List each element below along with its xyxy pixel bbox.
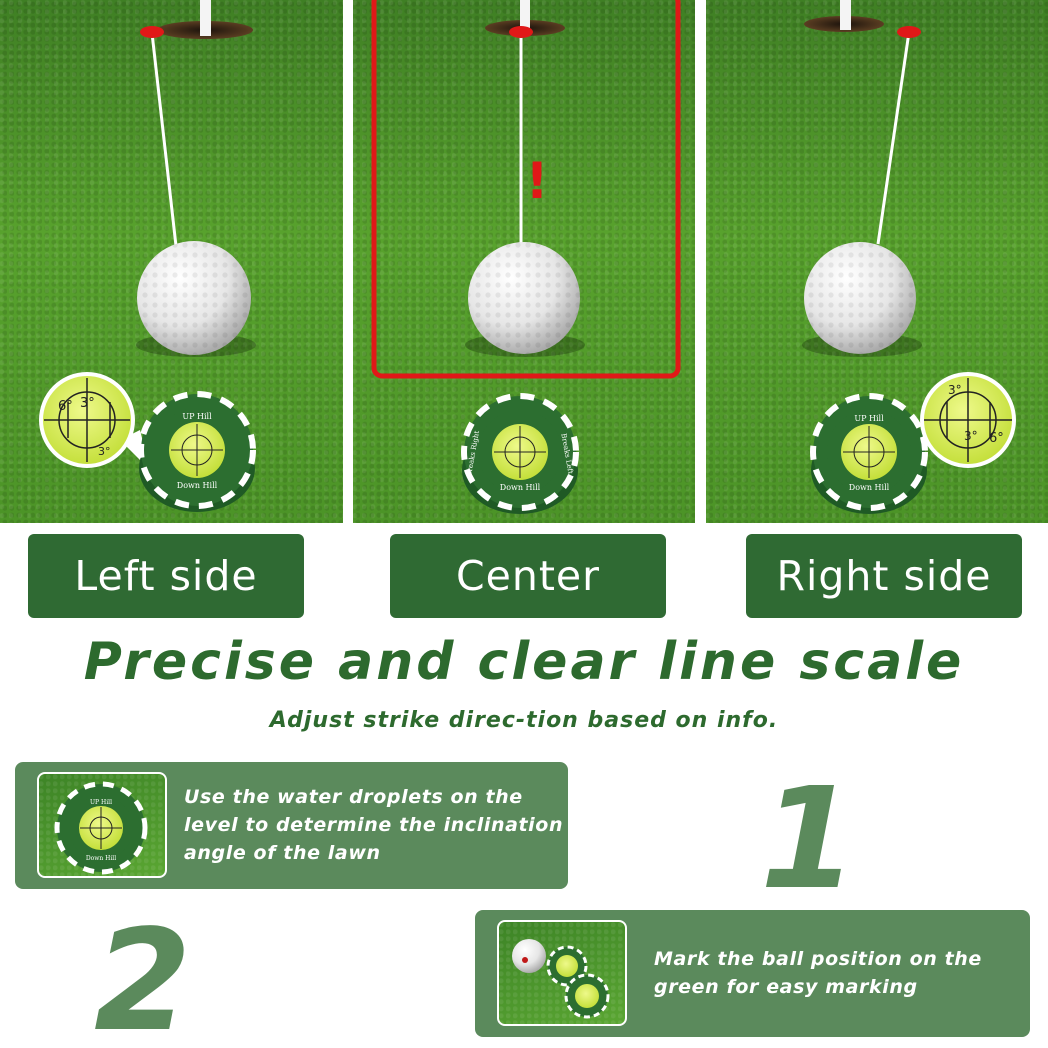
step-1-card: UP Hill Down Hill Use the water droplets… — [15, 762, 568, 889]
ball-marker: UP Hill Down Hill — [138, 391, 256, 512]
step-1-number: 1 — [760, 758, 858, 921]
step-1-thumbnail: UP Hill Down Hill — [37, 772, 167, 878]
svg-text:Down Hill: Down Hill — [849, 483, 890, 492]
panel-left-side: 6° 3° 3° UP Hill Down Hill — [0, 0, 343, 523]
ball-dimples — [137, 241, 251, 355]
aim-line — [876, 31, 911, 245]
scale-mark-3: 3° — [80, 396, 95, 411]
flagstick — [520, 0, 530, 32]
flagstick — [200, 0, 211, 36]
step-2-number: 2 — [94, 900, 192, 1048]
svg-text:Down Hill: Down Hill — [86, 855, 116, 862]
headline: Precise and clear line scale — [83, 632, 965, 692]
svg-text:UP Hill: UP Hill — [90, 799, 112, 806]
scale-mark-6: 6° — [989, 431, 1004, 446]
label-left-side: Left side — [28, 534, 304, 618]
hole-marker — [897, 26, 921, 38]
scale-mark-6: 6° — [58, 399, 73, 414]
svg-text:Down Hill: Down Hill — [500, 483, 541, 492]
center-scene: ! Down Hill Breaks Right Breaks Left — [371, 0, 681, 514]
scale-mark-3: 3° — [964, 429, 978, 443]
ball-dimples — [804, 242, 916, 354]
scale-mark-3-bottom: 3° — [98, 445, 111, 458]
ball-dimples — [468, 242, 580, 354]
svg-text:UP Hill: UP Hill — [182, 412, 212, 421]
marker-thumbnail: UP Hill Down Hill — [54, 781, 148, 875]
label-right-side: Right side — [746, 534, 1022, 618]
ball-and-markers-thumbnail — [512, 939, 610, 1019]
step-1-text: Use the water droplets on the level to d… — [184, 786, 564, 864]
label-center: Center — [390, 534, 666, 618]
hole-marker — [140, 26, 164, 38]
right-scene: 3° 3° 6° UP Hill Down Hill — [802, 0, 1016, 514]
highlight-frame — [371, 0, 681, 379]
svg-text:Down Hill: Down Hill — [177, 481, 218, 490]
panel-right-side: 3° 3° 6° UP Hill Down Hill — [706, 0, 1048, 523]
step-2-card: Mark the ball position on the green for … — [475, 910, 1030, 1037]
subheadline: Adjust strike direc-tion based on info. — [269, 708, 779, 733]
step-2-thumbnail — [497, 920, 627, 1026]
warning-mark: ! — [526, 152, 549, 210]
ball-marker: UP Hill Down Hill — [810, 393, 928, 514]
panel-center: ! Down Hill Breaks Right Breaks Left — [353, 0, 695, 523]
flagstick — [840, 0, 851, 30]
aim-line — [150, 32, 178, 247]
left-scene: 6° 3° 3° UP Hill Down Hill — [39, 0, 256, 512]
ball-marker: Down Hill Breaks Right Breaks Left — [461, 393, 579, 514]
hole-marker — [509, 26, 533, 38]
svg-text:UP Hill: UP Hill — [854, 414, 884, 423]
step-2-text: Mark the ball position on the green for … — [654, 948, 982, 998]
scale-mark-3-top: 3° — [948, 383, 962, 397]
